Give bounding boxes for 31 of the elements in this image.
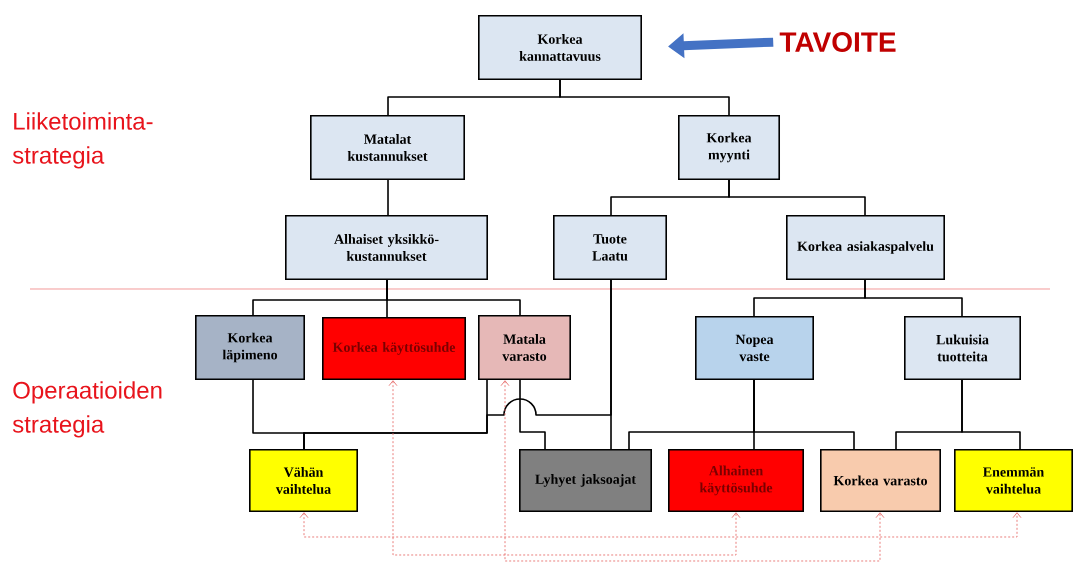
process-box: Korkea asiakaspalvelu [786, 215, 945, 280]
process-box: Korkea varasto [820, 449, 941, 512]
process-box: Matala varasto [478, 315, 571, 380]
process-box: Tuote Laatu [553, 215, 667, 280]
connector-line [864, 279, 963, 317]
process-box: Korkea kannattavuus [478, 15, 642, 80]
connector-line [559, 79, 730, 116]
connector-line [387, 179, 389, 216]
process-box: Alhaiset yksikkö-kustannukset [285, 215, 488, 280]
process-box: Lyhyet jaksoajat [519, 449, 652, 512]
process-box: Alhainen käyttösuhde [668, 449, 804, 512]
process-box: Enemmän vaihtelua [954, 449, 1073, 512]
connector-line [386, 279, 521, 316]
dashed-arrow [388, 380, 741, 556]
process-box: Nopea vaste [695, 316, 814, 380]
side-label: Operaatioiden strategia [12, 381, 162, 438]
process-box: Korkea läpimeno [195, 315, 305, 380]
process-box: Vähän vaihtelua [249, 449, 358, 512]
connector-line [753, 379, 855, 450]
connector-line [610, 279, 612, 450]
process-box: Lukuisia tuotteita [904, 316, 1021, 380]
goal-label: TAVOITE [779, 32, 896, 52]
connector-line [961, 379, 1021, 450]
dashed-arrow [500, 380, 885, 562]
process-box: Korkea myynti [678, 115, 780, 180]
process-box: Matalat kustannukset [310, 115, 465, 180]
connector-line [728, 179, 866, 216]
process-box: Korkea käyttösuhde [322, 317, 466, 380]
connector-line [519, 379, 546, 450]
dashed-arrow [299, 512, 1022, 538]
side-label: Liiketoiminta-strategia [12, 112, 153, 169]
